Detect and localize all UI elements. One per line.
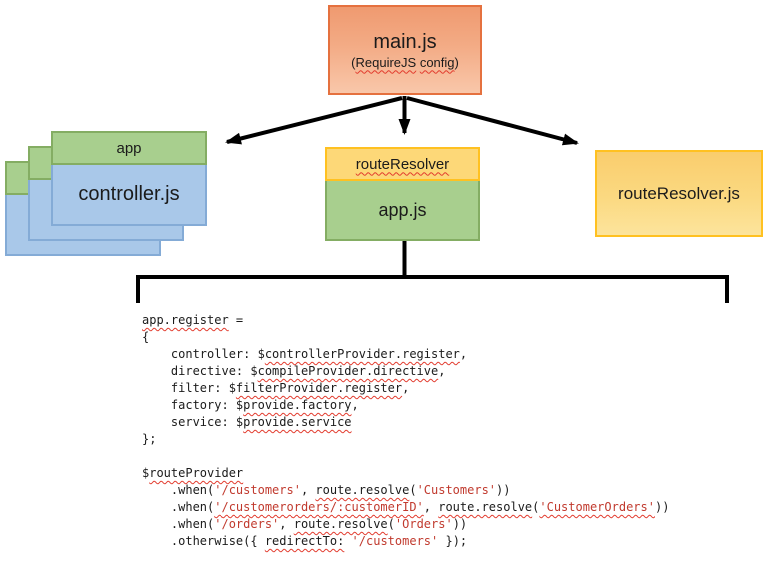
subtitle-close-paren: ): [454, 54, 459, 70]
main-js-title: main.js: [373, 30, 437, 53]
controller-js-label: controller.js: [51, 165, 207, 226]
code-segment: route.resolve: [315, 483, 410, 497]
arrow-to-routeresolver-js: [406, 96, 579, 146]
code-segment: 'Orders': [394, 517, 453, 531]
routeresolver-header: routeResolver: [325, 147, 480, 181]
code-line: app.register =: [142, 312, 669, 329]
code-segment: 'CustomerOrders': [539, 500, 655, 514]
code-segment: .when(: [142, 517, 215, 531]
code-block: app.register ={ controller: $controllerP…: [142, 312, 669, 550]
code-segment: controllerProvider.register: [264, 347, 460, 361]
subtitle-requirejs: RequireJS: [355, 54, 417, 70]
code-segment: ,: [438, 364, 446, 378]
code-segment: });: [438, 534, 468, 548]
code-line: [142, 448, 669, 465]
routeresolver-js-label: routeResolver.js: [618, 183, 740, 203]
code-line: .when('/customers', route.resolve('Custo…: [142, 482, 669, 499]
code-segment: {: [142, 330, 150, 344]
code-segment: 'Customers': [416, 483, 497, 497]
code-line: .when('/customerorders/:customerID', rou…: [142, 499, 670, 516]
subtitle-config: config: [419, 54, 455, 70]
code-segment: directive: $: [142, 364, 258, 378]
code-line: };: [142, 431, 669, 448]
code-segment: filterProvider.register: [235, 381, 403, 395]
routeresolver-header-label: routeResolver: [355, 155, 450, 173]
code-segment: )): [496, 483, 511, 497]
code-segment: provide.service: [243, 415, 352, 429]
main-js-subtitle: (RequireJS config): [351, 54, 459, 71]
app-js-box: routeResolver app.js: [325, 147, 480, 241]
code-segment: (: [409, 483, 417, 497]
code-segment: (: [532, 500, 540, 514]
code-segment: '/customers': [214, 483, 301, 497]
code-segment: };: [142, 432, 157, 446]
code-segment: )): [654, 500, 670, 514]
code-segment: ,: [423, 500, 439, 514]
code-segment: )): [452, 517, 468, 531]
code-segment: filter: $: [142, 381, 236, 395]
code-segment: route.resolve: [293, 517, 388, 531]
code-segment: ,: [459, 347, 468, 361]
code-segment: provide.factory: [243, 398, 352, 412]
code-segment: ,: [279, 517, 294, 531]
code-segment: service: $: [142, 415, 244, 429]
code-segment: app.register: [142, 313, 229, 327]
code-segment: ,: [402, 381, 410, 395]
code-segment: .otherwise({: [142, 534, 265, 548]
code-segment: '/customerorders/:customerID': [214, 500, 424, 514]
code-segment: ,: [351, 398, 359, 412]
code-line: .otherwise({ redirectTo: '/customers' })…: [142, 533, 669, 550]
code-line: service: $provide.service: [142, 414, 669, 431]
code-bracket: [136, 235, 729, 303]
code-segment: '/customers': [351, 534, 439, 548]
code-segment: ,: [300, 483, 316, 497]
app-js-label: app.js: [325, 181, 480, 241]
routeresolver-js-box: routeResolver.js: [595, 150, 763, 237]
code-segment: compileProvider.directive: [257, 364, 439, 378]
code-line: .when('/orders', route.resolve('Orders')…: [142, 516, 669, 533]
code-line: $routeProvider: [142, 465, 669, 482]
code-segment: redirectTo:: [264, 534, 345, 548]
code-line: factory: $provide.factory,: [142, 397, 669, 414]
controller-card-front: app controller.js: [51, 131, 207, 226]
code-segment: =: [228, 313, 244, 327]
code-segment: route.resolve: [438, 500, 533, 514]
app-module-header: app: [51, 131, 207, 165]
code-segment: controller: $: [142, 347, 265, 361]
code-segment: .when(: [142, 483, 215, 497]
code-segment: factory: $: [142, 398, 244, 412]
code-line: controller: $controllerProvider.register…: [142, 346, 669, 363]
arrow-to-controller-stack: [225, 96, 403, 145]
code-line: filter: $filterProvider.register,: [142, 380, 669, 397]
main-js-box: main.js (RequireJS config): [328, 5, 482, 95]
code-segment: .when(: [142, 500, 215, 514]
code-segment: (: [387, 517, 395, 531]
code-line: directive: $compileProvider.directive,: [142, 363, 669, 380]
subtitle-open-paren: (: [351, 54, 356, 70]
code-segment: [344, 534, 351, 548]
code-segment: routeProvider: [149, 466, 244, 480]
code-line: {: [142, 329, 669, 346]
code-segment: $: [142, 466, 150, 480]
code-segment: '/orders': [214, 517, 280, 531]
